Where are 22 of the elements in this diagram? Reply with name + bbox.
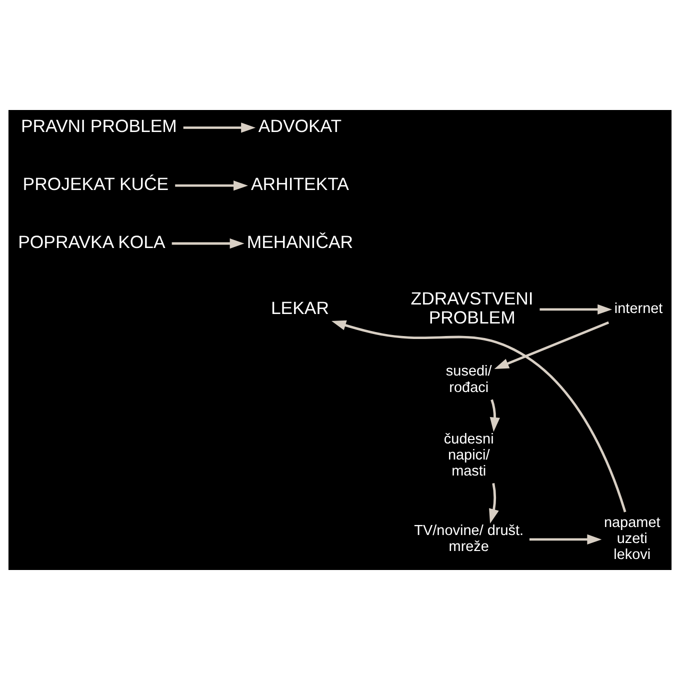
arrow bbox=[183, 122, 256, 133]
arrow bbox=[540, 304, 612, 315]
node-text: napamet uzeti lekovi bbox=[604, 514, 660, 564]
node-text: POPRAVKA KOLA bbox=[18, 232, 166, 252]
arrow bbox=[489, 483, 499, 524]
arrow bbox=[529, 534, 602, 545]
node-text: MEHANIČAR bbox=[246, 232, 354, 252]
node-text: ZDRAVSTVENI PROBLEM bbox=[410, 288, 534, 328]
node-text: LEKAR bbox=[270, 298, 329, 318]
node-text: PROJEKAT KUĆE bbox=[22, 174, 169, 194]
arrow bbox=[172, 238, 244, 249]
node-text: čudesni napici/ masti bbox=[444, 431, 494, 480]
node-text: PRAVNI PROBLEM bbox=[20, 116, 177, 136]
node-text: ARHITEKTA bbox=[251, 174, 349, 194]
arrow bbox=[332, 320, 626, 512]
arrow bbox=[490, 399, 500, 432]
node-text: internet bbox=[614, 300, 663, 317]
arrow bbox=[494, 321, 610, 370]
node-text: ADVOKAT bbox=[258, 116, 342, 136]
node-text: TV/novine/ društ. mreže bbox=[414, 522, 524, 556]
arrow bbox=[175, 180, 248, 191]
node-text: susedi/ rođaci bbox=[446, 364, 492, 396]
